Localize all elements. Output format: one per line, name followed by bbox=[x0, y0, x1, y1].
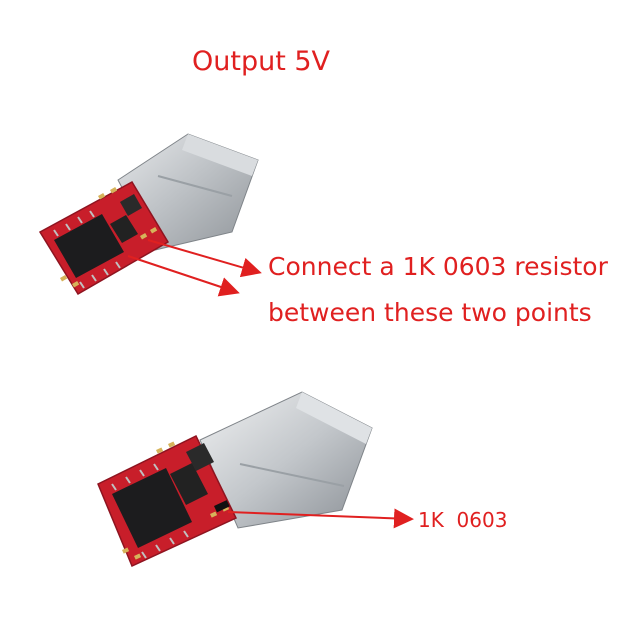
annotation-arrows bbox=[127, 239, 414, 529]
top-module bbox=[38, 133, 259, 296]
resistor-0603 bbox=[214, 500, 230, 513]
annotation-top-line2: between these two points bbox=[268, 298, 592, 327]
arrow-2 bbox=[127, 255, 240, 297]
annotation-bottom: 1K 0603 bbox=[418, 508, 508, 532]
small-ic-bottom bbox=[170, 443, 230, 513]
arrow-3 bbox=[227, 508, 414, 529]
annotation-top-line1: Connect a 1K 0603 resistor bbox=[268, 252, 608, 281]
title-output-voltage: Output 5V bbox=[192, 46, 331, 77]
ic-chip-bottom bbox=[111, 463, 192, 559]
small-ic-top bbox=[110, 194, 142, 243]
ic-chip-top bbox=[53, 210, 124, 289]
bottom-module bbox=[97, 391, 373, 568]
arrow-1 bbox=[147, 239, 262, 278]
usb-c-connector-bottom bbox=[199, 391, 373, 529]
